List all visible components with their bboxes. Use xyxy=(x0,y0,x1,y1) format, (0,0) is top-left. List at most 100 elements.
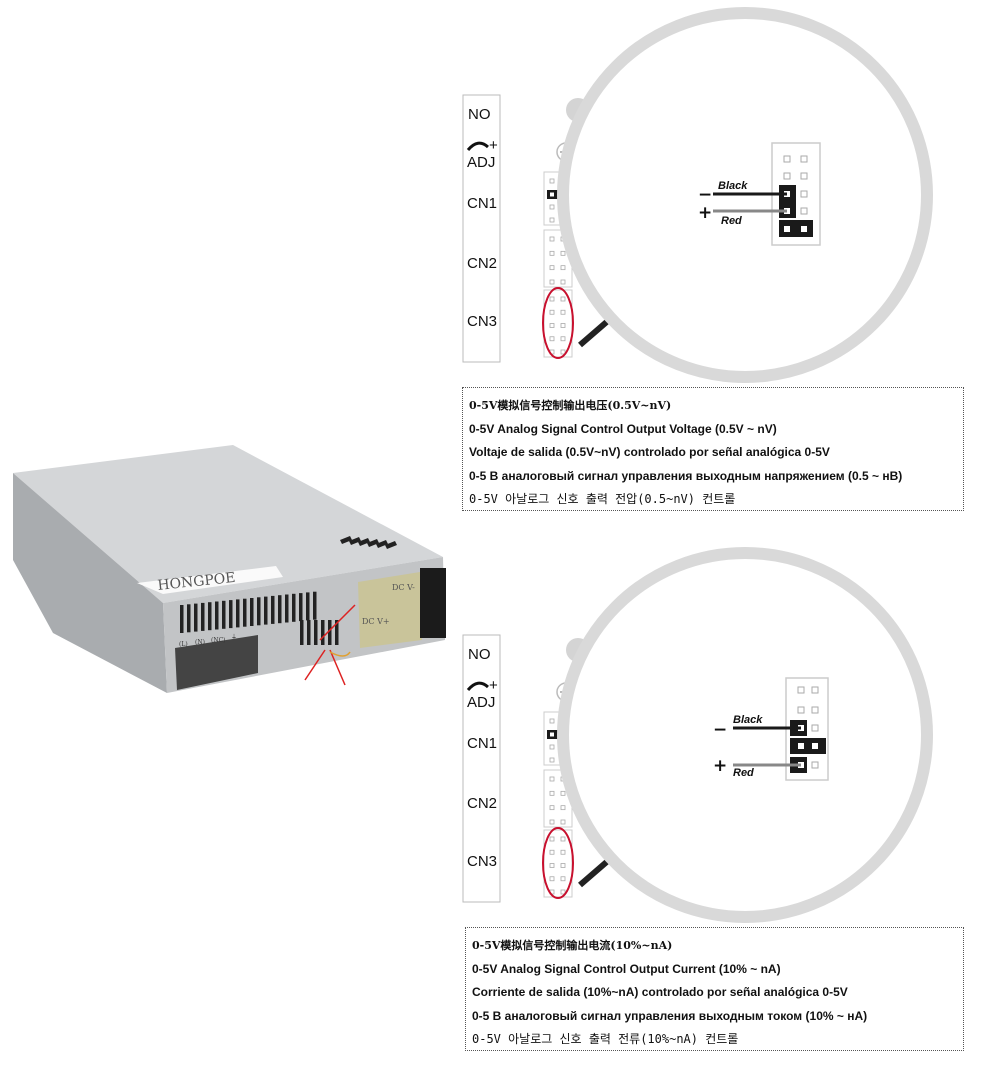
vent-slot xyxy=(306,592,310,621)
dc-terminal-block xyxy=(420,568,446,638)
cn3-highlight xyxy=(542,827,574,899)
description-box-current: 0-5V模拟信号控制输出电流(10%~nA) 0-5V Analog Signa… xyxy=(465,927,964,1051)
text-spanish: Corriente de salida (10%~nA) controlado … xyxy=(472,985,848,999)
adj-plus-icon: + xyxy=(489,677,498,694)
dc-label-negative: DC V- xyxy=(392,583,415,592)
vent-slot xyxy=(250,598,254,626)
plus-sign: + xyxy=(713,756,727,776)
pin xyxy=(549,876,555,882)
label-cn2: CN2 xyxy=(467,795,497,812)
pin xyxy=(560,323,566,328)
pin xyxy=(560,790,566,796)
adj-arrow-icon xyxy=(466,141,490,152)
vent-slot xyxy=(187,604,191,633)
text-chinese: 0-5V模拟信号控制输出电流(10%~nA) xyxy=(472,939,673,952)
label-strip xyxy=(462,94,501,363)
pin xyxy=(549,323,555,328)
pin xyxy=(550,732,554,737)
vent-slot xyxy=(321,620,325,645)
pin xyxy=(560,265,566,271)
pin xyxy=(560,889,566,895)
pin xyxy=(549,309,555,315)
text-chinese: 0-5V模拟信号控制输出电压(0.5V~nV) xyxy=(469,399,672,412)
cn3-highlight xyxy=(542,287,574,359)
pin xyxy=(560,836,566,842)
vent-slot xyxy=(257,597,261,626)
vent-slot xyxy=(307,620,311,645)
vent-slot xyxy=(299,593,303,622)
pin xyxy=(550,192,554,197)
pin xyxy=(811,686,819,694)
vent-slot xyxy=(300,620,304,645)
pin xyxy=(560,849,566,855)
pin xyxy=(812,743,818,749)
vent-slot xyxy=(278,595,282,624)
pin xyxy=(811,724,819,732)
vent-slot xyxy=(358,538,370,546)
vent-slot xyxy=(376,540,388,548)
label-strip xyxy=(462,634,501,903)
vent-slot xyxy=(194,603,198,632)
minus-sign: − xyxy=(713,720,727,740)
pin xyxy=(797,686,805,694)
label-cn1: CN1 xyxy=(467,195,497,212)
label-adj: ADJ xyxy=(467,694,495,711)
pin xyxy=(801,226,807,232)
vent-slot xyxy=(215,601,219,630)
dc-label-positive: DC V+ xyxy=(362,617,390,626)
vent-slot xyxy=(335,620,339,645)
pin xyxy=(560,309,566,315)
vent-slot xyxy=(222,600,226,629)
label-adj: ADJ xyxy=(467,154,495,171)
pin xyxy=(549,336,555,342)
vent-slot xyxy=(349,537,361,545)
text-russian: 0-5 В аналоговый сигнал управления выход… xyxy=(472,1008,868,1023)
pin xyxy=(800,155,808,163)
connector-cn3 xyxy=(543,829,573,898)
pin xyxy=(549,757,555,763)
vent-slot xyxy=(243,598,247,627)
pin xyxy=(811,761,819,769)
adj-arrow-icon xyxy=(466,681,490,692)
wire-label-red: Red xyxy=(721,215,742,227)
vent-slot xyxy=(208,602,212,631)
label-cn3: CN3 xyxy=(467,313,497,330)
zoom-circle xyxy=(557,547,933,923)
top-face xyxy=(13,445,443,603)
vent-slot xyxy=(313,591,317,620)
pin xyxy=(549,217,555,223)
pin xyxy=(800,207,808,215)
pin xyxy=(549,836,555,842)
pin xyxy=(560,863,566,868)
wire-label-red: Red xyxy=(733,767,754,779)
pin xyxy=(549,204,555,210)
description-box-voltage: 0-5V模拟信号控制输出电压(0.5V~nV) 0-5V Analog Sign… xyxy=(462,387,964,511)
minus-sign: − xyxy=(698,185,712,205)
wiring-panels: NO+ADJCN1CN2CN3BlackRed−+NO+ADJCN1CN2CN3… xyxy=(462,7,933,923)
pin xyxy=(560,876,566,882)
pin xyxy=(549,296,555,302)
terminal-label-nc: (NC) xyxy=(211,637,226,644)
adj-plus-icon: + xyxy=(489,137,498,154)
vents xyxy=(180,536,397,645)
vent-slot xyxy=(367,539,379,547)
vent-slot xyxy=(340,536,352,544)
vent-slot xyxy=(385,541,397,549)
vent-slot xyxy=(314,620,318,645)
terminal-label-ground: ⏚ xyxy=(231,634,237,641)
pin xyxy=(560,296,566,302)
pin xyxy=(549,178,555,184)
vent-slot xyxy=(328,620,332,645)
pin xyxy=(549,805,555,811)
plus-sign: + xyxy=(698,203,712,223)
label-no: NO xyxy=(468,106,491,123)
label-cn2: CN2 xyxy=(467,255,497,272)
text-russian: 0-5 В аналоговый сигнал управления выход… xyxy=(469,468,903,483)
text-english: 0-5V Analog Signal Control Output Curren… xyxy=(472,961,781,976)
terminal-label-l: (L) xyxy=(179,641,188,648)
dc-output-board xyxy=(358,572,422,648)
pin xyxy=(560,819,566,825)
pin xyxy=(798,743,804,749)
